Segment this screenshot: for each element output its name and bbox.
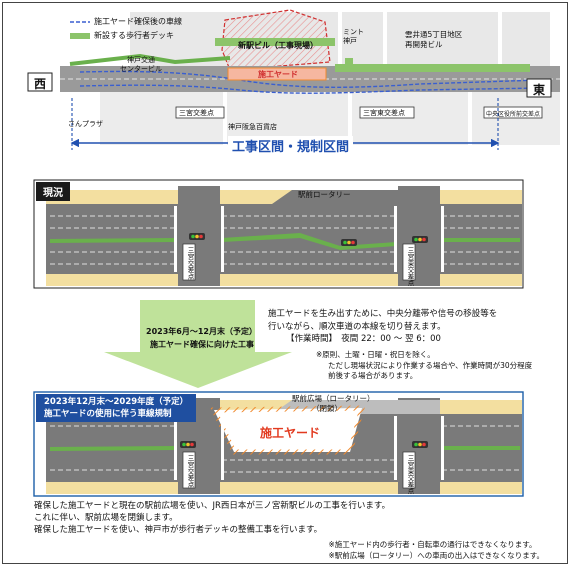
east-label: 東 — [533, 83, 546, 97]
yard-label-map: 施工ヤード — [258, 70, 298, 79]
current-cross-right: 三宮東交差点 — [406, 247, 414, 286]
yard-area-future — [210, 405, 366, 455]
traffic-signal-current-left — [189, 233, 205, 240]
future-title: 2023年12月末～2029年度（予定） 施工ヤードの使用に伴う車線規制 — [36, 394, 197, 422]
future-cross-right: 三宮東交差点 — [406, 455, 414, 494]
transition-work: 施工ヤード確保に向けた工事 — [150, 340, 254, 349]
transition-arrow — [104, 300, 292, 388]
deck-north — [215, 38, 335, 46]
unggai-label: 雲井通5丁目地区 再開発ビル — [405, 30, 463, 49]
sannomiya-cross-label: 三宮交差点 — [179, 109, 214, 117]
traffic-signal-current-right — [412, 236, 428, 243]
traffic-signal-future-right — [412, 441, 428, 448]
deck-west — [69, 53, 231, 66]
legend-deck-text: 新設する歩行者デッキ — [94, 31, 174, 40]
future-rotary-label: 駅前広場（ロータリー） — [292, 394, 375, 403]
future-closed-label: （閉鎖） — [312, 404, 342, 413]
current-title: 現況 — [36, 182, 70, 201]
transition-description: 施工ヤードを生み出すために、中央分離帯や信号の移設等を 行いながら、順次車道の本… — [268, 309, 498, 344]
chuo-cross-label: 中央区役所前交差点 — [486, 111, 541, 118]
future-yard-label: 施工ヤード — [260, 426, 321, 440]
sanplaza-label: さんプラザ — [68, 120, 103, 128]
transition-notes: ※原則、土曜・日曜・祝日を除く。 ただし現場状況により作業する場合や、作業時間が… — [316, 350, 533, 380]
footer-text: 確保した施工ヤードと現在の駅前広場を使い、JR西日本が三ノ宮新駅ビルの工事を行い… — [34, 501, 391, 535]
future-cross-left: 三宮交差点 — [186, 455, 194, 488]
traffic-signal-future-left — [180, 441, 196, 448]
section-label: 工事区間・規制区間 — [228, 136, 354, 155]
yard-lane-line — [79, 70, 541, 88]
sannomiya-east-label: 三宮東交差点 — [363, 109, 405, 117]
footer-notes: ※施工ヤード内の歩行者・自転車の通行はできなくなります。 ※駅前広場（ロータリー… — [328, 540, 544, 560]
current-rotary-label: 駅前ロータリー — [298, 190, 351, 199]
deck-east — [335, 64, 530, 72]
legend-lane-text: 施工ヤード確保後の車線 — [94, 17, 182, 26]
kobe-center-label: 神戸交通 センタービル — [120, 56, 162, 73]
current-cross-left: 三宮交差点 — [186, 247, 194, 280]
traffic-signal-current-mid — [341, 239, 357, 246]
new-building-label: 新駅ビル（工事現場） — [238, 41, 318, 50]
yard-area-map — [227, 67, 327, 81]
legend-deck-icon — [70, 33, 90, 39]
mint-label: ミント 神戸 — [343, 28, 364, 45]
west-label: 西 — [34, 77, 47, 91]
hankyu-label: 神戸阪急百貨店 — [228, 123, 277, 131]
transition-period: 2023年6月～12月末（予定） — [146, 327, 257, 336]
